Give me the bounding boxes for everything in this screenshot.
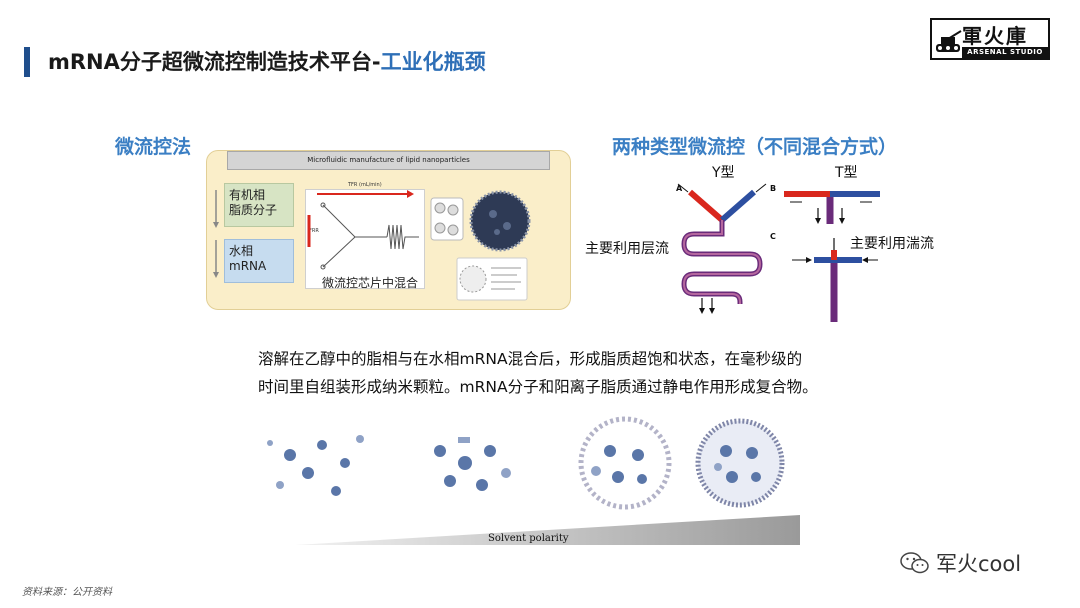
source-note: 资料来源：公开资料 xyxy=(22,587,112,598)
stage-2-clustering xyxy=(434,437,511,491)
watermark-text: 军火cool xyxy=(936,552,1022,576)
description-line-2: 时间里自组装形成纳米颗粒。mRNA分子和阳离子脂质通过静电作用形成复合物。 xyxy=(258,378,818,396)
letter-c: C xyxy=(770,232,776,241)
wechat-watermark: 军火cool xyxy=(900,548,1021,578)
chip-channel-diagram xyxy=(307,190,419,270)
y-type-label: Y型 xyxy=(712,165,735,181)
aqueous-phase-label: 水相 xyxy=(229,244,254,258)
organic-phase-label: 有机相 xyxy=(229,188,266,202)
stage-4-lnp xyxy=(695,418,785,508)
frr-label: FRR xyxy=(309,228,319,234)
arsenal-logo: 軍火庫 ARSENAL STUDIO xyxy=(930,18,1050,60)
solvent-polarity-label: Solvent polarity xyxy=(488,533,569,544)
t-type-label: T型 xyxy=(835,165,858,181)
stage-3-forming xyxy=(578,416,672,510)
logo-subtitle: ARSENAL STUDIO xyxy=(962,47,1048,58)
aqueous-phase-box: 水相 mRNA xyxy=(224,239,294,283)
logo-name: 軍火庫 xyxy=(962,24,1028,48)
turbulent-flow-label: 主要利用湍流 xyxy=(850,236,934,252)
lnp-particle-illustration xyxy=(430,190,531,301)
wechat-icon xyxy=(900,552,929,574)
lipid-label: 脂质分子 xyxy=(229,203,278,217)
chip-syringes xyxy=(213,190,219,278)
tank-icon xyxy=(936,30,962,52)
tfr-label: TFR (mL/min) xyxy=(348,182,382,188)
mixer-type-diagrams xyxy=(677,183,880,322)
mrna-label: mRNA xyxy=(229,259,267,273)
letter-a: A xyxy=(676,184,683,193)
microfluidic-heading: 微流控法 xyxy=(115,136,192,158)
nanoparticle-assembly-illustration xyxy=(267,416,785,510)
description-line-1: 溶解在乙醇中的脂相与在水相mRNA混合后，形成脂质超饱和状态，在毫秒级的 xyxy=(258,350,803,368)
laminar-flow-label: 主要利用层流 xyxy=(585,241,669,257)
description-text: 溶解在乙醇中的脂相与在水相mRNA混合后，形成脂质超饱和状态，在毫秒级的 时间里… xyxy=(258,345,898,401)
chip-mixing-label: 微流控芯片中混合 xyxy=(322,276,419,290)
stage-1-dispersed xyxy=(267,435,364,496)
letter-b: B xyxy=(770,184,777,193)
chip-header: Microfluidic manufacture of lipid nanopa… xyxy=(227,151,550,170)
title-accent-bar xyxy=(24,47,30,77)
title-main: mRNA分子超微流控制造技术平台- xyxy=(48,50,381,74)
solvent-polarity-wedge xyxy=(295,515,800,545)
organic-phase-box: 有机相 脂质分子 xyxy=(224,183,294,227)
title-highlight: 工业化瓶颈 xyxy=(380,50,486,74)
page-title: mRNA分子超微流控制造技术平台-工业化瓶颈 xyxy=(48,47,486,77)
microfluidic-types-heading: 两种类型微流控（不同混合方式） xyxy=(612,136,898,158)
